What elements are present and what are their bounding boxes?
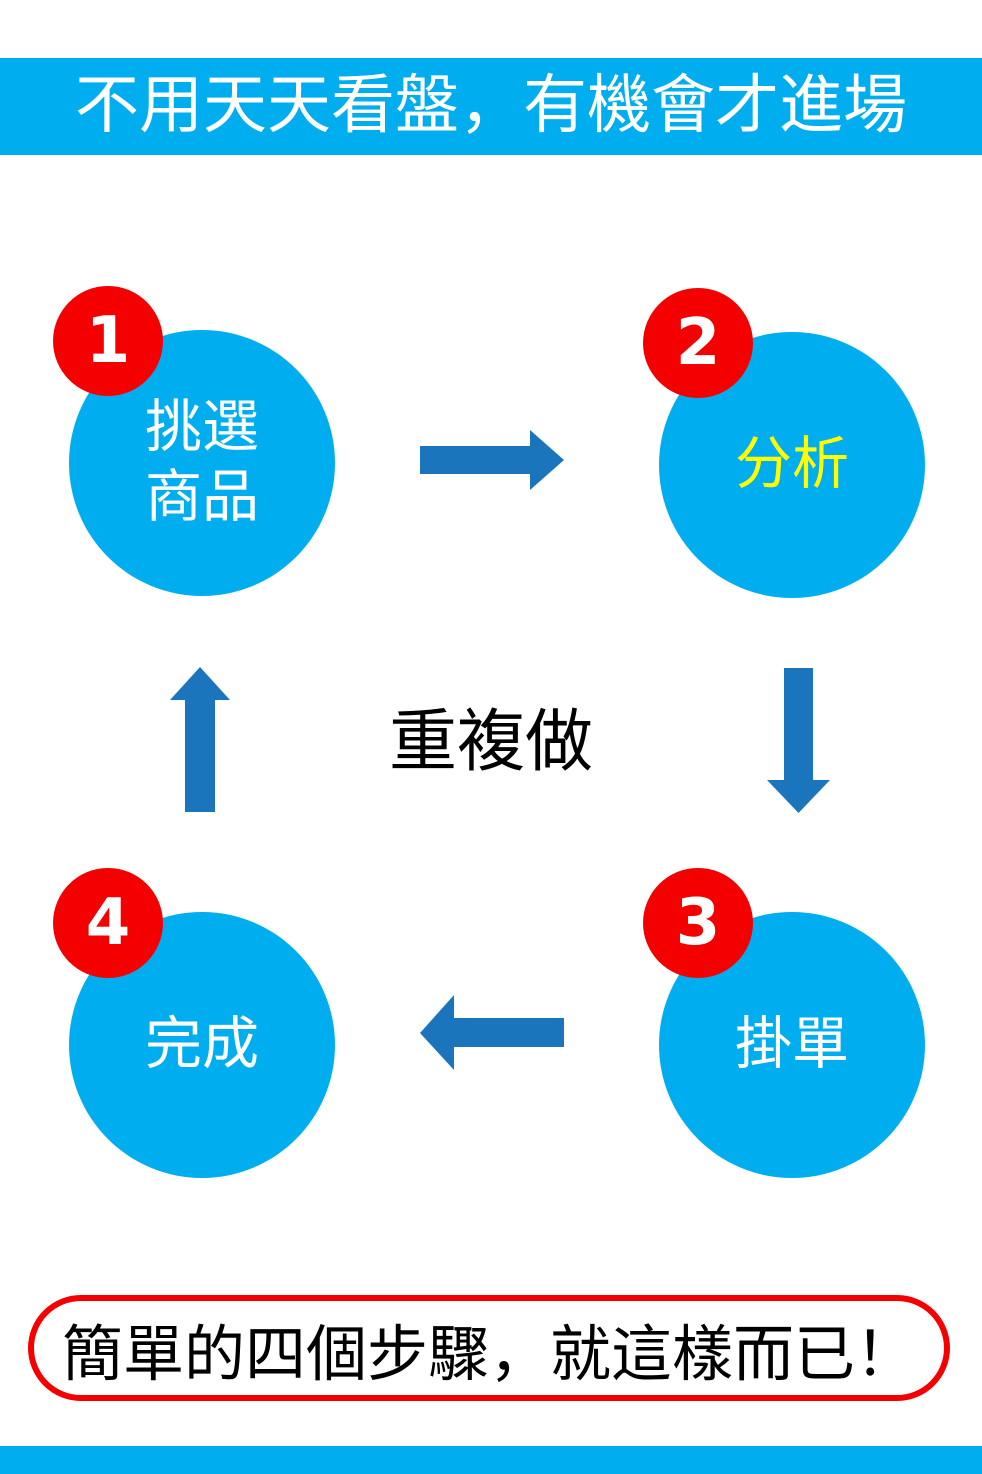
- step-circle-4: 4 完成: [53, 868, 335, 1178]
- step-circle-3: 3 掛單: [643, 868, 925, 1178]
- step-3-number: 3: [675, 886, 721, 960]
- summary-note-text: 簡單的四個步驟，就這樣而已！: [61, 1318, 916, 1390]
- page-title: 不用天天看盤，有機會才進場: [75, 69, 907, 143]
- title-banner: 不用天天看盤，有機會才進場: [0, 58, 982, 155]
- step-4-label: 完成: [145, 1011, 259, 1078]
- step-2-number: 2: [675, 306, 721, 380]
- step-3-label: 掛單: [735, 1011, 849, 1078]
- step-1-label: 挑選 商品: [145, 394, 259, 530]
- arrow-down-icon: [767, 668, 830, 813]
- step-4-badge: 4: [53, 868, 163, 978]
- step-3-badge: 3: [643, 868, 753, 978]
- step-4-number: 4: [85, 886, 131, 960]
- summary-note-box: 簡單的四個步驟，就這樣而已！: [28, 1295, 950, 1401]
- step-2-badge: 2: [643, 288, 753, 398]
- step-1-badge: 1: [53, 286, 163, 396]
- step-circle-1: 1 挑選 商品: [53, 286, 335, 596]
- footer-bar: [0, 1446, 982, 1474]
- arrow-right-icon: [420, 430, 564, 490]
- arrow-left-icon: [420, 995, 564, 1070]
- arrow-up-icon: [170, 667, 230, 812]
- repeat-cycle-label: 重複做: [388, 703, 593, 782]
- step-2-label: 分析: [735, 431, 849, 498]
- step-1-number: 1: [85, 304, 131, 378]
- step-circle-2: 2 分析: [643, 288, 925, 598]
